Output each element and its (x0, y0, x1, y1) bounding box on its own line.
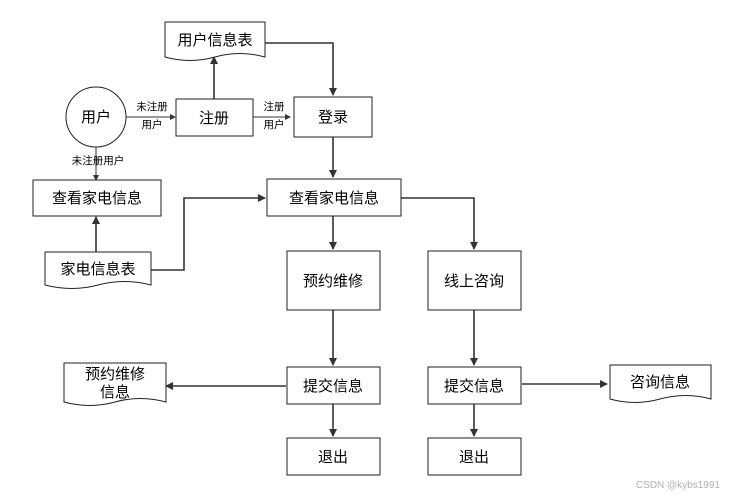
submit-right-node (427, 366, 522, 405)
user-table-node-label: 用户信息表 (177, 31, 252, 49)
login-node-label: 登录 (318, 108, 348, 126)
submit-left-node (286, 366, 381, 405)
edge-appliance-table-to-view-main (151, 194, 266, 271)
exit-left-label: 退出 (318, 448, 348, 466)
submit-left-label: 提交信息 (303, 377, 363, 395)
exit-left-node (286, 437, 381, 476)
view-appliance-left-label: 查看家电信息 (52, 189, 142, 207)
repair-info-label-line1: 预约维修 (85, 365, 145, 383)
edge-label-registered-user-a: 注册 (264, 100, 285, 113)
consult-info-node (609, 364, 712, 403)
repair-node (286, 250, 381, 311)
edge-user-table-to-login (265, 42, 337, 96)
appliance-table-node (44, 251, 152, 289)
edge-label-unregistered-user-2: 未注册用户 (72, 154, 125, 167)
view-appliance-main-label: 查看家电信息 (289, 189, 379, 207)
consult-node (427, 250, 522, 311)
consult-info-label: 咨询信息 (630, 373, 690, 391)
exit-right-node (427, 437, 522, 476)
register-node (175, 98, 254, 137)
repair-info-label-line2: 信息 (100, 383, 130, 401)
exit-right-label: 退出 (459, 448, 489, 466)
watermark: CSDN @kybs1991 (636, 480, 721, 491)
user-node (65, 86, 127, 148)
register-node-label: 注册 (199, 109, 229, 127)
edge-label-unregistered-user-1b: 用户 (142, 118, 163, 131)
appliance-table-node-label: 家电信息表 (60, 260, 135, 278)
view-appliance-left-node (32, 179, 162, 217)
edge-label-unregistered-user-1a: 未注册 (136, 100, 168, 113)
edge-label-registered-user-b: 用户 (264, 118, 285, 131)
edge-view-main-to-consult (401, 197, 478, 250)
user-table-node (164, 21, 266, 61)
submit-right-label: 提交信息 (444, 377, 504, 395)
repair-info-node (63, 362, 167, 406)
consult-node-label: 线上咨询 (444, 272, 504, 290)
login-node (293, 96, 373, 138)
view-appliance-main-node (266, 178, 402, 217)
repair-node-label: 预约维修 (303, 272, 363, 290)
user-node-label: 用户 (81, 108, 111, 126)
